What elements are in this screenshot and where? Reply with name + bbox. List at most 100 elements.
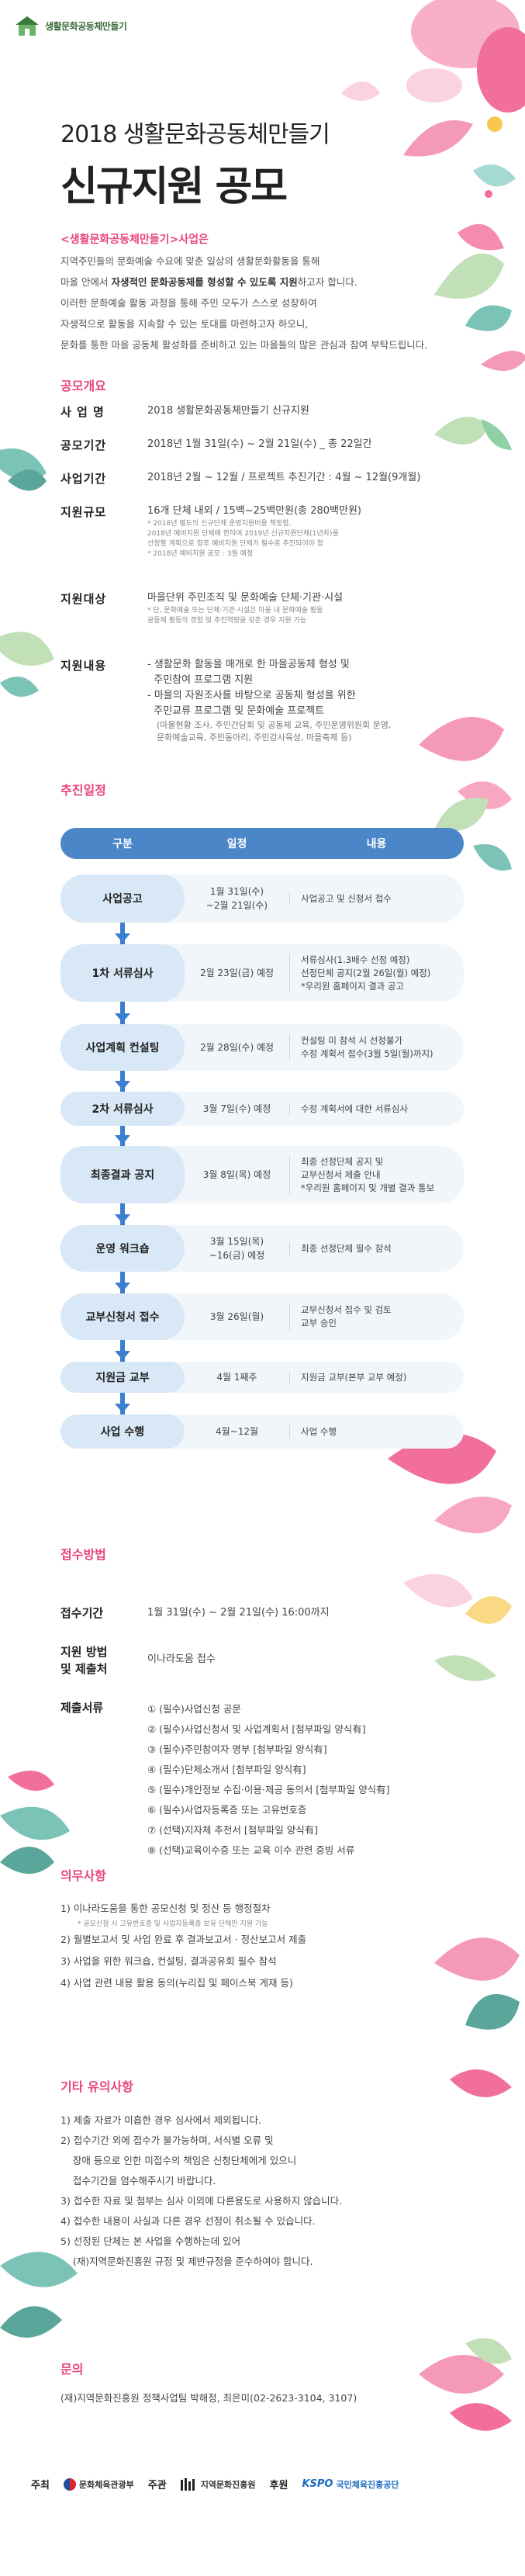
docs-item: ④ (필수)단체소개서 [첨부파일 양식有]	[147, 1764, 306, 1775]
content-sub: (마을현황 조사, 주민간담회 및 공동체 교육, 주민운영위원회 운영,	[157, 720, 392, 730]
apply-key-line: 지원 방법	[60, 1645, 108, 1659]
duty-subnote: * 공모신청 시 고유번호증 및 사업자등록증 보유 단체만 지원 가능	[78, 1920, 268, 1928]
schedule-step: 운영 워크숍	[60, 1225, 185, 1272]
duty-item: 2) 월별보고서 및 사업 완료 후 결과보고서 · 정산보고서 제출	[60, 1934, 307, 1945]
sponsor-org: KSPO 국민체육진흥공단	[302, 2478, 399, 2491]
apply-row: 제출서류 ① (필수)사업신청 공문 ② (필수)사업신청서 및 사업계획서 […	[60, 1699, 479, 1861]
host-name: 문화체육관광부	[78, 2479, 134, 2490]
scale-note: 2018년 예비지원 단체에 한하여 2019년 신규지원단체(1년차)를	[147, 530, 339, 538]
overview-row: 지원규모 16개 단체 내외 / 15백~25백만원(총 280백만원) * 2…	[60, 504, 471, 559]
apply-section: 접수기간 1월 31일(수) ~ 2월 21일(수) 16:00까지 지원 방법…	[60, 1605, 479, 1882]
etc-item: 장애 등으로 인한 미접수의 책임은 신청단체에게 있으니	[60, 2155, 297, 2166]
schedule-date: 3월 15일(목) ~16(금) 예정	[209, 1236, 265, 1261]
down-arrow-icon	[115, 1351, 130, 1360]
schedule-step: 최종결과 공지	[60, 1146, 185, 1203]
intro-highlight: 자생적인 문화공동체를 형성할 수 있도록 지원	[111, 276, 298, 288]
down-arrow-icon	[115, 1081, 130, 1090]
intro-line: 마을 안에서 자생적인 문화공동체를 형성할 수 있도록 지원하고자 합니다.	[60, 272, 479, 293]
overview-section: 사 업 명 2018 생활문화공동체만들기 신규지원 공모기간 2018년 1월…	[60, 403, 471, 761]
docs-list: ① (필수)사업신청 공문 ② (필수)사업신청서 및 사업계획서 [첨부파일 …	[147, 1699, 390, 1861]
ministry-logo-icon	[63, 2477, 76, 2491]
brand-logo: 생활문화공동체만들기	[14, 14, 127, 37]
section-title-schedule: 추진일정	[60, 783, 106, 798]
docs-item: ② (필수)사업신청서 및 사업계획서 [첨부파일 양식有]	[147, 1723, 366, 1735]
scale-note: * 2018년 별도의 신규단체 운영지원비용 책정함,	[147, 520, 292, 528]
schedule-header-cell: 내용	[366, 838, 387, 850]
house-icon	[16, 16, 39, 36]
host-label: 주최	[31, 2480, 50, 2491]
overview-key: 공모기간	[60, 438, 107, 452]
duty-item: 1) 이나라도움을 통한 공모신청 및 정산 등 행정절차	[60, 1903, 271, 1914]
overview-value: 16개 단체 내외 / 15백~25백만원(총 280백만원) * 2018년 …	[147, 504, 361, 559]
content-line: 주민참여 프로그램 지원	[147, 674, 254, 686]
apply-key-line: 및 제출처	[60, 1662, 108, 1676]
apply-key: 제출서류	[60, 1701, 104, 1715]
schedule-desc: 수정 계획서에 대한 서류심사	[289, 1102, 464, 1116]
overview-value: 2018년 1월 31일(수) ~ 2월 21일(수) _ 총 22일간	[147, 438, 372, 450]
schedule-date: 1월 31일(수) ~2월 21일(수)	[206, 886, 268, 911]
host-org: 문화체육관광부	[63, 2477, 134, 2491]
organizer-org: 지역문화진흥원	[180, 2477, 256, 2491]
section-title-etc: 기타 유의사항	[60, 2079, 133, 2094]
intro-line-part: 하고자 합니다.	[297, 276, 357, 288]
scale-value: 16개 단체 내외 / 15백~25백만원(총 280백만원)	[147, 505, 361, 517]
docs-item: ⑦ (선택)지자체 추천서 [첨부파일 양식有]	[147, 1824, 319, 1836]
section-title-contact: 문의	[60, 2362, 84, 2377]
intro-line: 지역주민들의 문화예술 수요에 맞춘 일상의 생활문화활동을 통해	[60, 255, 320, 267]
down-arrow-icon	[115, 1404, 130, 1413]
schedule-row: 사업계획 컨설팅 2월 28일(수) 예정 컨설팅 미 참석 시 선정불가 수정 계…	[60, 1024, 464, 1071]
kspo-logo: KSPO	[302, 2478, 333, 2490]
etc-list: 1) 제출 자료가 미흡한 경우 심사에서 제외됩니다. 2) 접수기간 외에 …	[60, 2110, 479, 2272]
intro-line: 문화를 통한 마을 공동체 활성화를 준비하고 있는 마을들의 많은 관심과 참…	[60, 339, 428, 351]
schedule-header-cell: 구분	[112, 838, 133, 850]
schedule-step: 사업계획 컨설팅	[60, 1024, 185, 1071]
docs-item: ③ (필수)주민참여자 명부 [첨부파일 양식有]	[147, 1743, 327, 1755]
overview-row: 공모기간 2018년 1월 31일(수) ~ 2월 21일(수) _ 총 22일…	[60, 437, 471, 453]
apply-key: 접수기간	[60, 1606, 104, 1620]
hero-title: 2018 생활문화공동체만들기 신규지원 공모	[60, 115, 330, 212]
sponsor-label: 후원	[269, 2480, 288, 2491]
schedule-step: 1차 서류심사	[60, 944, 185, 1002]
schedule-desc: 최종 선정단체 필수 참석	[289, 1241, 464, 1255]
overview-key: 지원규모	[60, 505, 107, 519]
schedule-step: 사업 수행	[60, 1414, 185, 1449]
organizer-label: 주관	[147, 2480, 167, 2491]
schedule-date: 2월 23일(금) 예정	[199, 968, 275, 978]
schedule-desc: 서류심사(1.3배수 선정 예정) 선정단체 공지(2월 26일(월) 예정) …	[289, 953, 464, 993]
down-arrow-icon	[115, 933, 130, 943]
etc-item: 3) 접수한 자료 및 첨부는 심사 이외에 다른용도로 사용하지 않습니다.	[60, 2195, 343, 2207]
overview-row: 사 업 명 2018 생활문화공동체만들기 신규지원	[60, 403, 471, 420]
schedule-row: 1차 서류심사 2월 23일(금) 예정 서류심사(1.3배수 선정 예정) 선정단…	[60, 944, 464, 1002]
etc-item: 4) 접수한 내용이 사실과 다른 경우 선정이 취소될 수 있습니다.	[60, 2215, 316, 2227]
content-line: 주민교류 프로그램 및 문화예술 프로젝트	[147, 705, 325, 717]
apply-value: 이나라도움 접수	[147, 1653, 216, 1665]
etc-item: 접수기간을 엄수해주시기 바랍니다.	[60, 2175, 216, 2186]
overview-key: 지원대상	[60, 592, 107, 606]
schedule-date: 2월 28일(수) 예정	[199, 1042, 275, 1053]
schedule-desc: 컨설팅 미 참석 시 선정불가 수정 계획서 접수(3월 5일(월)까지)	[289, 1034, 464, 1061]
scale-note: 선정할 계획으로 향후 예비지원 단체가 필수로 추진되어야 함	[147, 540, 324, 548]
docs-item: ① (필수)사업신청 공문	[147, 1703, 241, 1715]
sponsor-name: 국민체육진흥공단	[336, 2479, 399, 2490]
schedule-date: 3월 7일(수) 예정	[202, 1103, 271, 1114]
overview-row: 사업기간 2018년 2월 ~ 12월 / 프로젝트 추진기간 : 4월 ~ 1…	[60, 470, 471, 486]
section-title-apply: 접수방법	[60, 1547, 106, 1562]
overview-value: - 생활문화 활동을 매개로 한 마을공동체 형성 및 주민참여 프로그램 지원…	[147, 657, 391, 744]
docs-item: ⑧ (선택)교육이수증 또는 교육 이수 관련 증빙 서류	[147, 1844, 355, 1856]
apply-key: 지원 방법 및 제출처	[60, 1643, 147, 1678]
down-arrow-icon	[115, 1214, 130, 1224]
schedule-step: 교부신청서 접수	[60, 1293, 185, 1340]
schedule-desc: 최종 선정단체 공지 및 교부신청서 제출 안내 *우리원 홈페이지 및 개별 …	[289, 1155, 464, 1195]
organizer-logo-icon	[180, 2477, 195, 2491]
duty-item: 3) 사업을 위한 워크숍, 컨설팅, 결과공유회 필수 참석	[60, 1955, 277, 1967]
content-line: - 생활문화 활동을 매개로 한 마을공동체 형성 및	[147, 659, 350, 670]
etc-item: (재)지역문화진흥원 규정 및 제반규정을 준수하여야 합니다.	[60, 2256, 313, 2267]
schedule-desc: 사업공고 및 신청서 접수	[289, 892, 464, 905]
etc-item: 1) 제출 자료가 미흡한 경우 심사에서 제외됩니다.	[60, 2114, 262, 2126]
